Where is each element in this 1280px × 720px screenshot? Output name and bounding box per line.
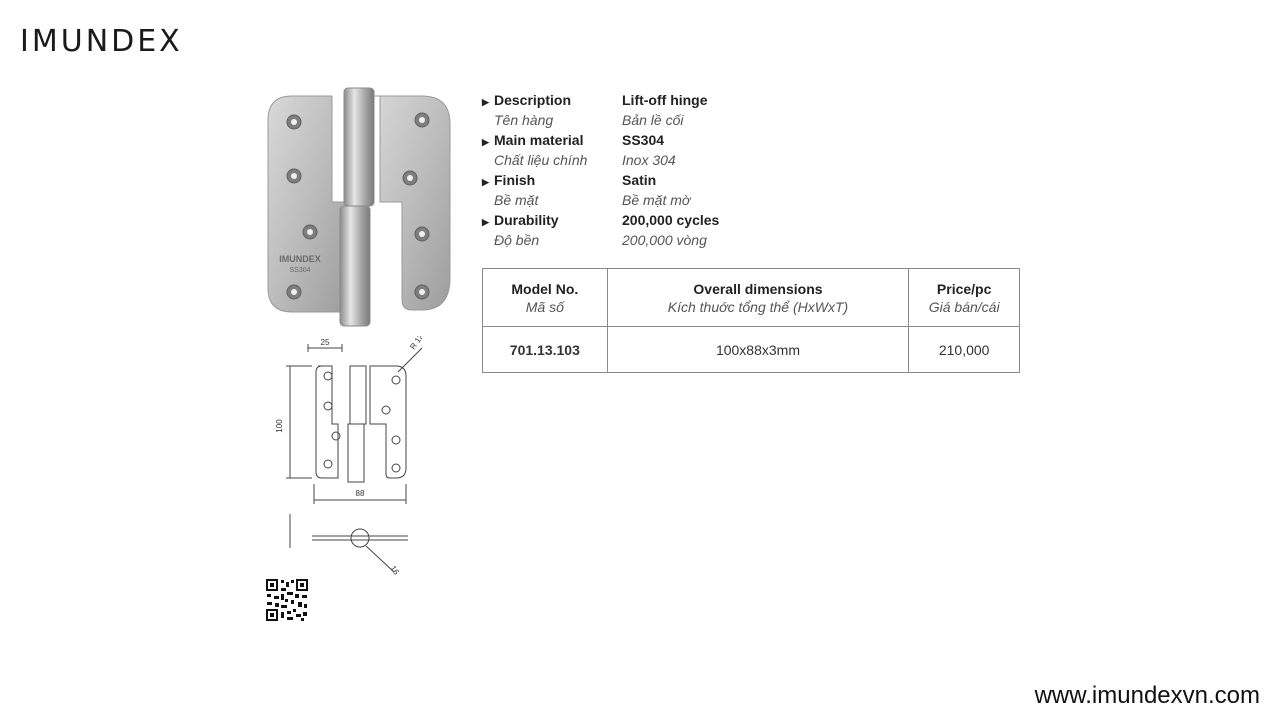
header-vi: Kích thuớc tổng thể (HxWxT) <box>667 298 849 315</box>
spec-label: Tên hàng <box>494 112 554 128</box>
spec-value: 200,000 vòng <box>622 232 707 248</box>
spec-row-finish: ▶ Finish Satin <box>482 170 802 190</box>
spec-value: Lift-off hinge <box>622 92 708 108</box>
header-en: Price/pc <box>936 280 992 297</box>
bullet-icon: ▶ <box>482 217 489 227</box>
qr-code <box>265 578 309 622</box>
spec-row-finish-vi: Bề mặt Bề mặt mờ <box>482 190 802 210</box>
spec-label: Description <box>494 92 572 108</box>
cell-dimensions: 100x88x3mm <box>606 326 910 373</box>
dim-top: 25 <box>321 338 330 347</box>
price-table: Model No. Mã số Overall dimensions Kích … <box>482 268 1020 373</box>
bullet-icon: ▶ <box>482 97 489 107</box>
brand-logo: IMUNDEX <box>20 24 183 59</box>
header-en: Model No. <box>511 280 579 297</box>
website-url: www.imundexvn.com <box>1034 682 1260 709</box>
spec-row-durability: ▶ Durability 200,000 cycles <box>482 210 802 230</box>
spec-value: Inox 304 <box>622 152 676 168</box>
spec-label: Bề mặt <box>494 192 539 208</box>
spec-row-material-vi: Chất liệu chính Inox 304 <box>482 150 802 170</box>
dim-width: 88 <box>356 489 365 498</box>
dim-radius: R 12.5 <box>408 336 422 351</box>
header-model: Model No. Mã số <box>482 268 608 327</box>
product-photo: IMUNDEX SS304 <box>267 87 451 327</box>
header-en: Overall dimensions <box>693 280 823 297</box>
header-vi: Giá bán/cái <box>928 298 1000 315</box>
spec-label: Durability <box>494 212 559 228</box>
spec-list: ▶ Description Lift-off hinge Tên hàng Bản… <box>482 90 802 250</box>
dim-diameter: 16 <box>388 564 401 576</box>
spec-row-durability-vi: Độ bền 200,000 vòng <box>482 230 802 250</box>
bullet-icon: ▶ <box>482 137 489 147</box>
table-header-row: Model No. Mã số Overall dimensions Kích … <box>482 268 1020 327</box>
table-row: 701.13.103 100x88x3mm 210,000 <box>482 326 1020 373</box>
dim-height: 100 <box>275 419 284 433</box>
bullet-icon: ▶ <box>482 177 489 187</box>
header-vi: Mã số <box>525 298 564 315</box>
spec-row-material: ▶ Main material SS304 <box>482 130 802 150</box>
cell-price: 210,000 <box>908 326 1020 373</box>
cell-model: 701.13.103 <box>482 326 608 373</box>
spec-label: Chất liệu chính <box>494 152 588 168</box>
spec-value: 200,000 cycles <box>622 212 720 228</box>
spec-label: Độ bền <box>494 232 540 248</box>
engraving-material: SS304 <box>289 267 310 274</box>
header-price: Price/pc Giá bán/cái <box>908 268 1020 327</box>
spec-label: Main material <box>494 132 584 148</box>
header-dimensions: Overall dimensions Kích thuớc tổng thể (… <box>606 268 910 327</box>
spec-value: Bản lề cối <box>622 112 684 128</box>
spec-row-description: ▶ Description Lift-off hinge <box>482 90 802 110</box>
spec-value: SS304 <box>622 132 665 148</box>
spec-value: Satin <box>622 172 657 188</box>
spec-row-description-vi: Tên hàng Bản lề cối <box>482 110 802 130</box>
spec-value: Bề mặt mờ <box>622 192 691 208</box>
technical-drawing: 25 R 12.5 100 88 16 <box>275 336 422 576</box>
engraving-brand: IMUNDEX <box>279 254 321 264</box>
spec-label: Finish <box>494 172 536 188</box>
